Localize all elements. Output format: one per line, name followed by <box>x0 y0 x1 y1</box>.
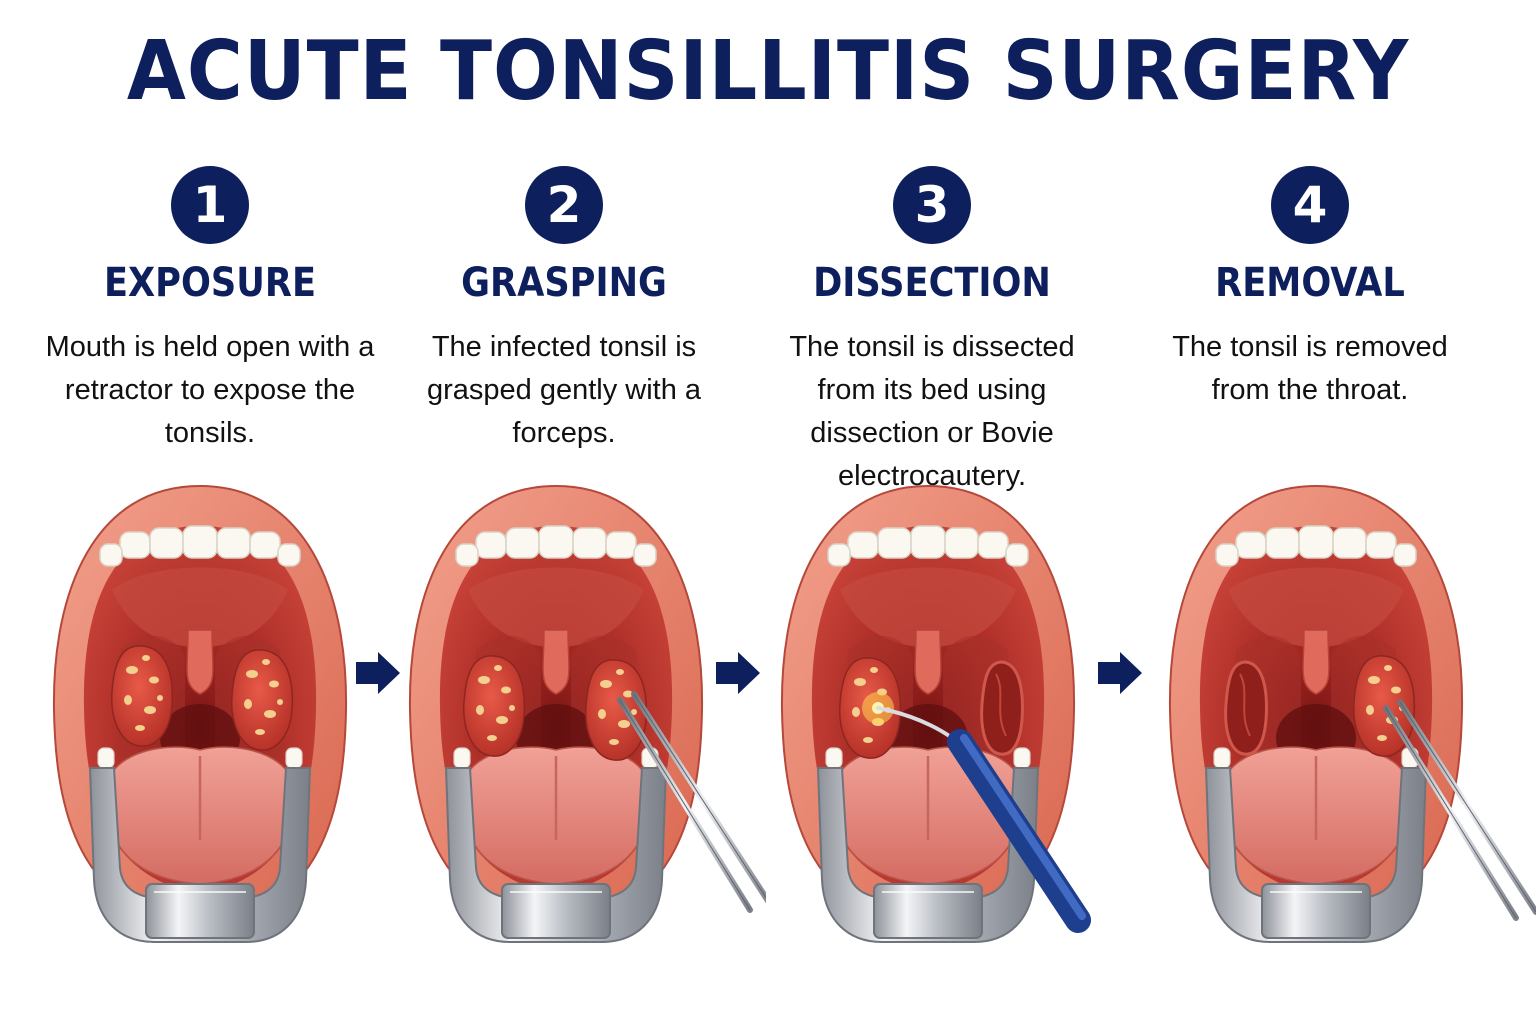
tonsil-bed <box>980 660 1024 756</box>
removal-mouth-illustration <box>1168 484 1536 944</box>
left-tonsil <box>462 655 526 757</box>
step-3: 3 DISSECTION The tonsil is dissected fro… <box>742 166 1122 496</box>
step-description: The infected tonsil is grasped gently wi… <box>426 331 702 449</box>
dissection-mouth-illustration <box>780 484 1091 944</box>
tonsil-bed <box>1224 660 1268 756</box>
step-description: The tonsil is dissected from its bed usi… <box>789 331 1075 492</box>
arrow-right-icon <box>356 652 400 694</box>
arrow-right-icon <box>716 652 760 694</box>
step-2: 2 GRASPING The infected tonsil is graspe… <box>374 166 754 496</box>
step-number-badge: 4 <box>1271 166 1349 244</box>
electrocautery-pen-icon <box>947 729 1091 933</box>
step-number-badge: 2 <box>525 166 603 244</box>
step-description: Mouth is held open with a retractor to e… <box>45 331 375 449</box>
step-title: GRASPING <box>461 260 667 306</box>
step-number-badge: 1 <box>171 166 249 244</box>
right-tonsil <box>230 649 294 751</box>
grasping-mouth-illustration <box>408 484 766 944</box>
page-title: ACUTE TONSILLITIS SURGERY <box>126 24 1410 119</box>
step-4: 4 REMOVAL The tonsil is removed from the… <box>1120 166 1500 496</box>
step-number-badge: 3 <box>893 166 971 244</box>
arrow-right-icon <box>1098 652 1142 694</box>
step-title: DISSECTION <box>813 260 1051 306</box>
step-title: REMOVAL <box>1215 260 1405 306</box>
step-title: EXPOSURE <box>104 260 316 306</box>
right-tonsil <box>584 659 648 761</box>
left-tonsil <box>110 645 174 747</box>
step-description: The tonsil is removed from the throat. <box>1172 331 1448 406</box>
exposure-mouth-illustration <box>52 484 348 944</box>
step-1: 1 EXPOSURE Mouth is held open with a ret… <box>20 166 400 496</box>
